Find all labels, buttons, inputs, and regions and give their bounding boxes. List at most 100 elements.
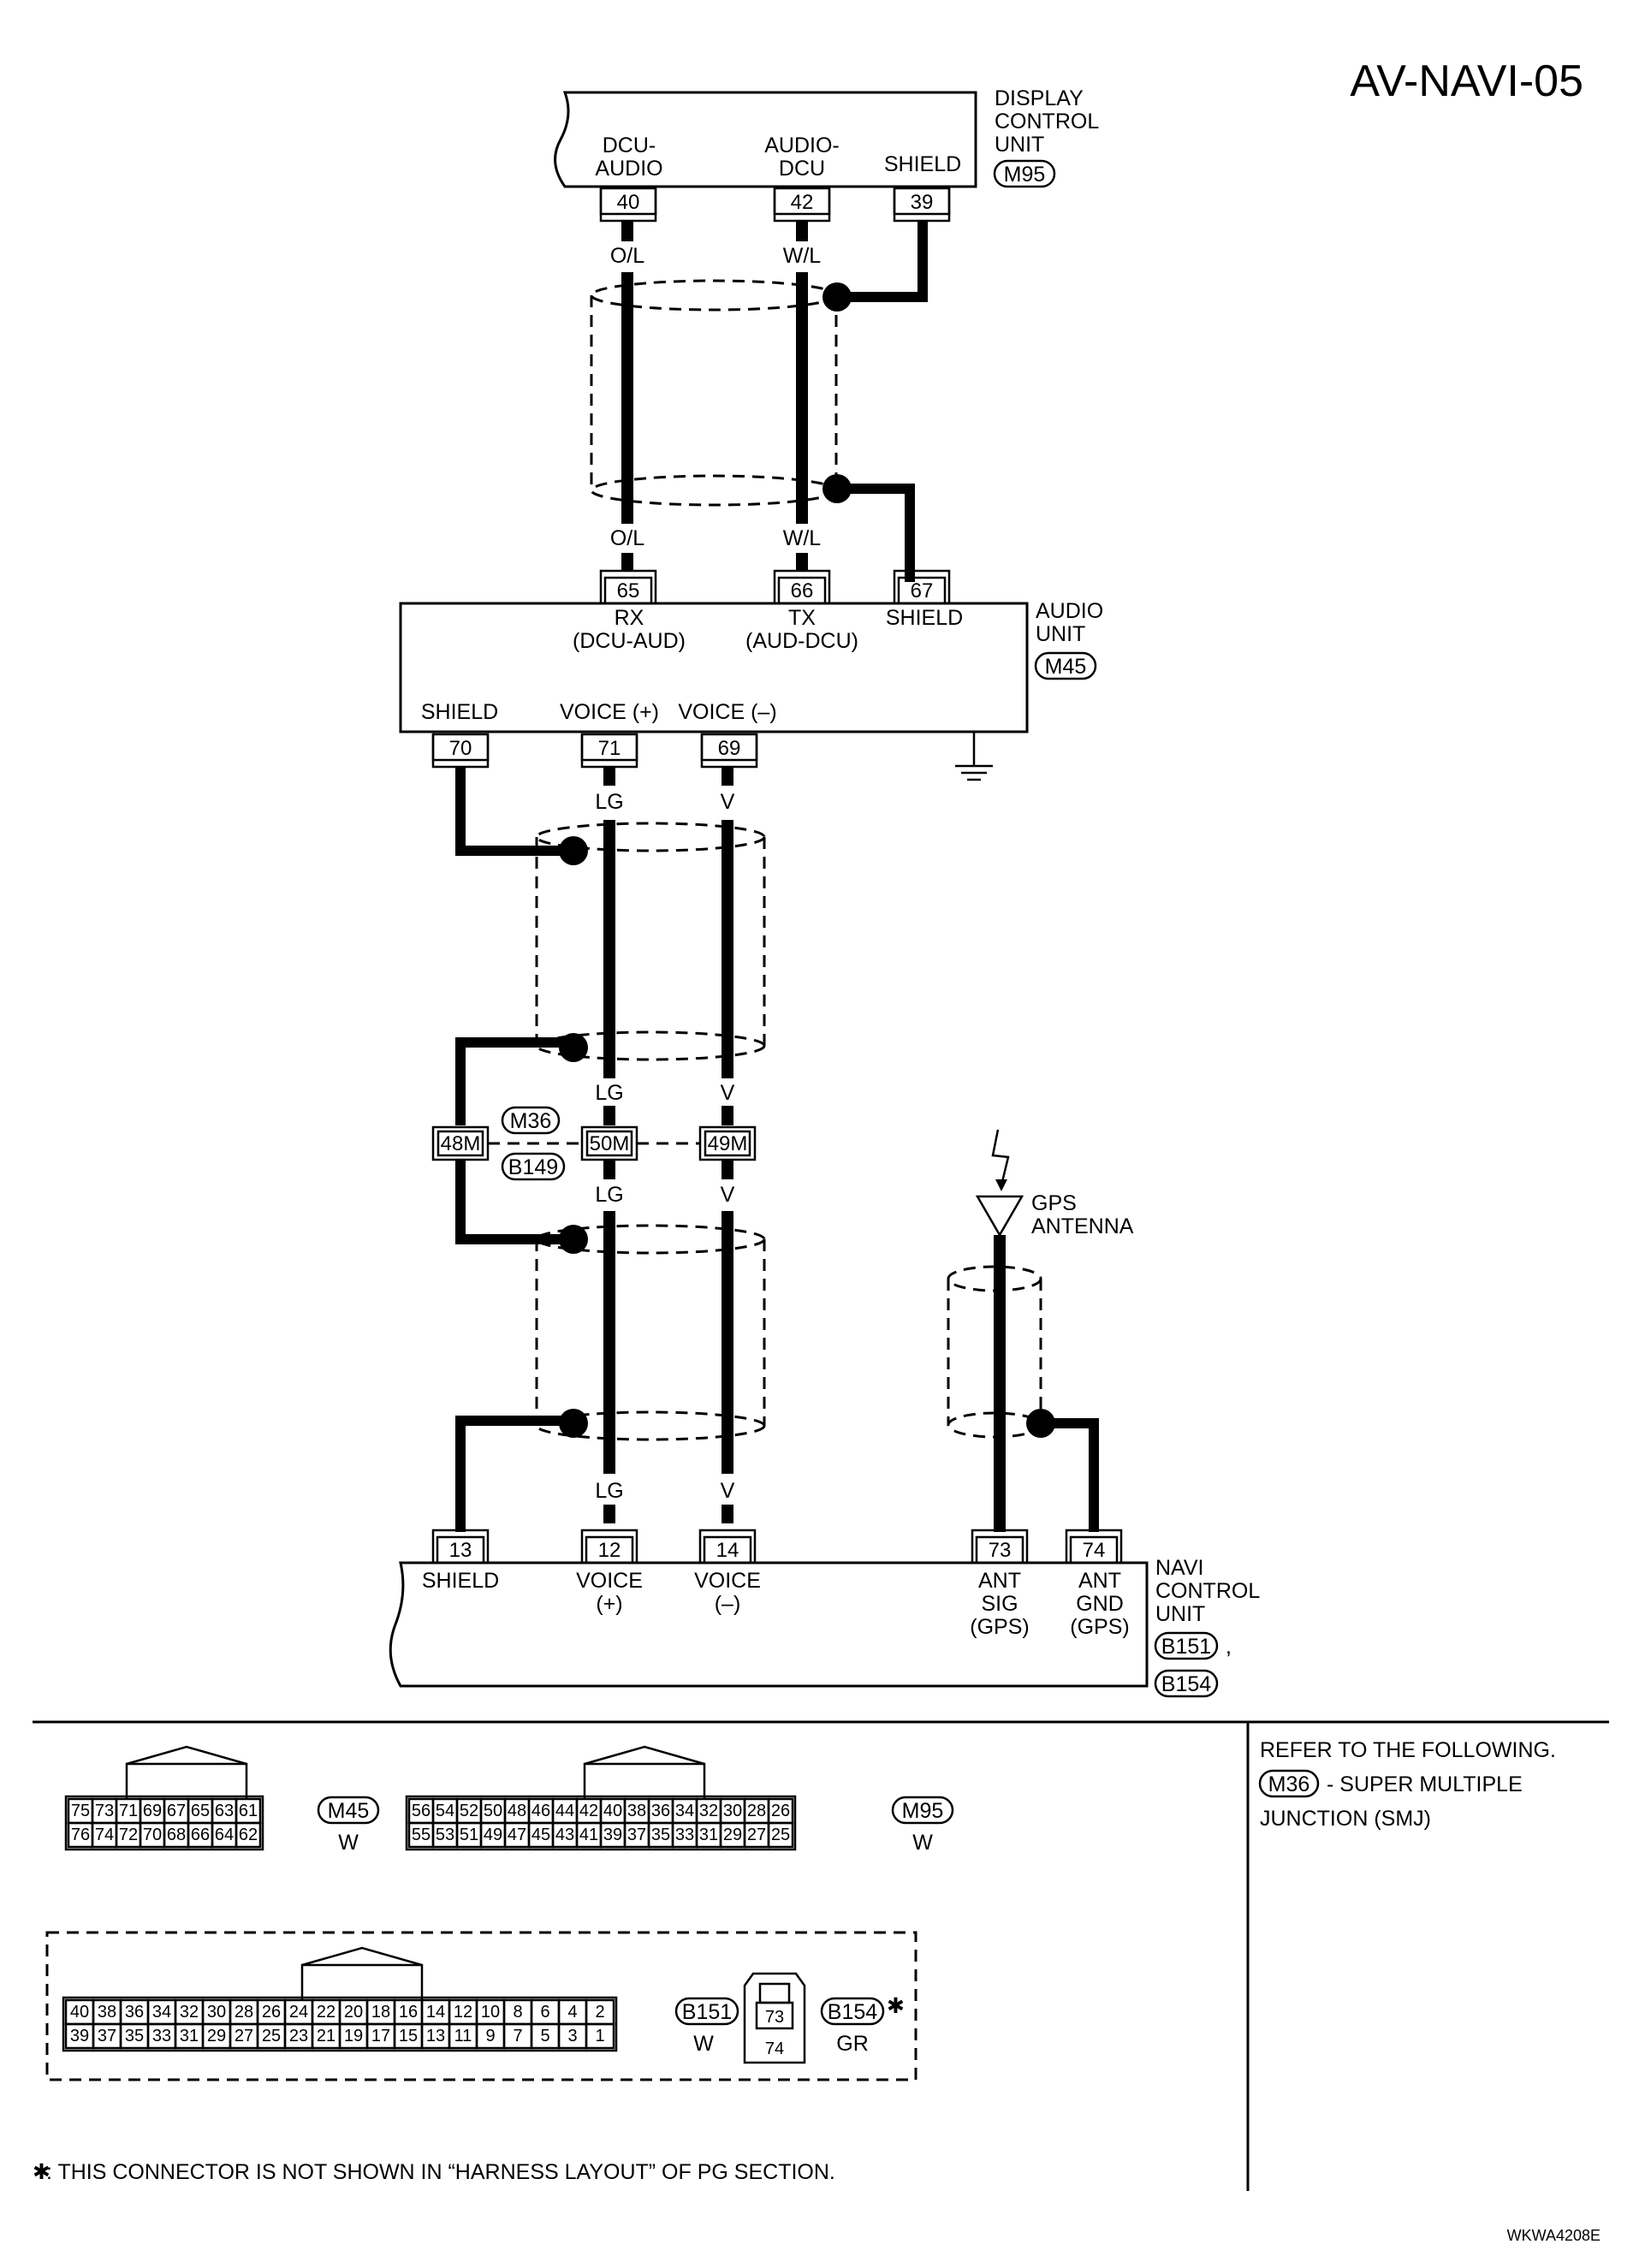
m95-pin-number: 40 [603, 1802, 622, 1820]
b151-pin-number: 32 [180, 2003, 199, 2022]
b151-pin-number: 35 [125, 2027, 144, 2045]
footnote: ✱ : THIS CONNECTOR IS NOT SHOWN IN “HARN… [33, 2160, 835, 2184]
display-unit-name-1: DISPLAY [995, 86, 1084, 110]
svg-text:V: V [721, 1183, 735, 1207]
svg-text:39: 39 [911, 191, 934, 214]
b151-pin-number: 17 [371, 2027, 390, 2045]
b151-pin-number: 1 [595, 2027, 604, 2045]
m95-pin-number: 45 [531, 1826, 550, 1844]
m95-pin-number: 31 [699, 1826, 718, 1844]
audio-unit-connector: M45 [1045, 655, 1087, 679]
m95-pin-cell [767, 1821, 794, 1849]
svg-text:V: V [721, 1479, 735, 1503]
b151-pin-number: 4 [567, 2003, 577, 2022]
b151-pin-number: 9 [485, 2027, 495, 2045]
m45-pin-number: 66 [191, 1826, 210, 1844]
svg-text:✱: ✱ [33, 2160, 50, 2184]
m95-connector-outline [405, 1795, 797, 1851]
m95-pin-number: 56 [412, 1802, 431, 1820]
svg-text:14: 14 [716, 1539, 739, 1562]
m95-pin-number: 48 [508, 1802, 526, 1820]
b151-pin-number: 19 [344, 2027, 363, 2045]
b151-pin-number: 27 [235, 2027, 253, 2045]
m95-pin-number: 51 [460, 1826, 478, 1844]
pin-13-terminal: 13 [431, 1529, 490, 1564]
svg-text:: THIS CONNECTOR IS NOT SHOWN: : THIS CONNECTOR IS NOT SHOWN IN “HARNES… [46, 2160, 835, 2184]
pin-69-label: VOICE (–) [678, 700, 776, 724]
m45-pin-number: 71 [119, 1802, 138, 1820]
m95-pin-number: 46 [531, 1802, 550, 1820]
svg-text:73: 73 [989, 1539, 1012, 1562]
diagram-title: AV-NAVI-05 [1350, 56, 1583, 106]
pin-14-terminal: 14 [698, 1529, 757, 1564]
m95-pin-number: 43 [555, 1826, 574, 1844]
pin-67-terminal: 67 [893, 569, 951, 605]
pin-74-label-1: ANT [1078, 1569, 1121, 1593]
m95-pin-number: 39 [603, 1826, 622, 1844]
b151-pin-number: 39 [70, 2027, 89, 2045]
m45-pin-number: 73 [95, 1802, 114, 1820]
pin-14-label-2: (–) [715, 1592, 741, 1616]
pin-14-label-1: VOICE [694, 1569, 761, 1593]
svg-text:JUNCTION (SMJ): JUNCTION (SMJ) [1260, 1807, 1431, 1831]
m95-pin-number: 38 [627, 1802, 646, 1820]
pin-12-label-2: (+) [596, 1592, 622, 1616]
pin-70-label: SHIELD [421, 700, 498, 724]
b151-pin-number: 22 [317, 2003, 336, 2022]
b151-pin-number: 34 [152, 2003, 171, 2022]
svg-text:40: 40 [617, 191, 640, 214]
svg-text:LG: LG [595, 790, 623, 814]
pin-66-label-1: TX [788, 606, 816, 630]
m95-pin-number: 25 [771, 1826, 790, 1844]
display-unit-connector: M95 [1004, 163, 1046, 187]
display-control-unit: DISPLAY CONTROL UNIT M95 DCU- AUDIO AUDI… [554, 86, 1099, 223]
upper-harness: O/L W/L O/L W/L [590, 221, 928, 582]
pin-65-terminal: 65 [599, 569, 657, 605]
b154-pin-73: 73 [765, 2008, 784, 2027]
wire-color-wl-top: W/L [783, 244, 822, 268]
pin-73-terminal: 73 [971, 1529, 1029, 1564]
b151-pin-number: 40 [70, 2003, 89, 2022]
pin-70-terminal: 70 [431, 733, 490, 769]
pin-73-label-2: SIG [981, 1592, 1018, 1616]
m45-pin-number: 75 [71, 1802, 90, 1820]
svg-text:65: 65 [617, 579, 640, 603]
svg-text:42: 42 [791, 191, 814, 214]
figure-code: WKWA4208E [1507, 2227, 1600, 2244]
m45-pin-number: 61 [239, 1802, 258, 1820]
svg-text:V: V [721, 1081, 735, 1105]
svg-text:12: 12 [598, 1539, 621, 1562]
b151-connector-outline [62, 1996, 618, 2052]
wire-color-ol-bottom: O/L [610, 526, 644, 550]
m45-connector-outline [64, 1795, 264, 1851]
b151-pin-number: 3 [567, 2027, 577, 2045]
navi-connector-b154: B154 [1161, 1672, 1211, 1696]
m45-pin-number: 72 [119, 1826, 138, 1844]
b151-pin-number: 2 [595, 2003, 604, 2022]
m45-pin-number: 68 [167, 1826, 186, 1844]
m95-pin-number: 36 [651, 1802, 670, 1820]
b151-pin-number: 24 [289, 2003, 308, 2022]
m45-pin-number: 69 [143, 1802, 162, 1820]
m45-pin-number: 74 [95, 1826, 114, 1844]
m95-pin-number: 32 [699, 1802, 718, 1820]
b154-marker: ✱ [887, 1994, 905, 2018]
wire-color-ol-top: O/L [610, 244, 644, 268]
pin-74-label-3: (GPS) [1070, 1615, 1129, 1639]
m45-pin-number: 62 [239, 1826, 258, 1844]
display-unit-name-3: UNIT [995, 133, 1044, 157]
b151-pin-number: 8 [513, 2003, 522, 2022]
m95-pin-number: 34 [675, 1802, 694, 1820]
b154-connector-id: B154 [828, 2000, 877, 2024]
navi-unit-name-2: CONTROL [1155, 1579, 1260, 1603]
pin-74-label-2: GND [1076, 1592, 1124, 1616]
junction-connector-b149: B149 [508, 1155, 558, 1179]
navi-unit-name-1: NAVI [1155, 1556, 1204, 1580]
svg-text:74: 74 [1083, 1539, 1106, 1562]
pin-71-terminal: 71 [580, 733, 638, 769]
b151-pin-number: 36 [125, 2003, 144, 2022]
svg-text:LG: LG [595, 1479, 623, 1503]
b151-pin-number: 13 [426, 2027, 445, 2045]
